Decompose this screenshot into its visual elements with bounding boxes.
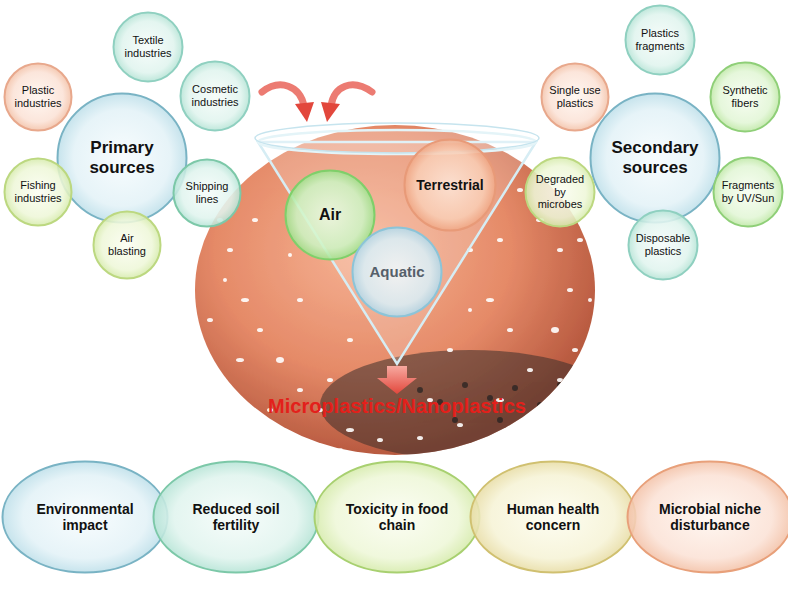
shape-fill: [526, 158, 595, 227]
source-circle: Single use plastics: [540, 62, 610, 132]
node-label: Microbial niche disturbance: [654, 501, 766, 533]
shape-fill: [591, 94, 720, 223]
node-label: Primary sources: [77, 138, 167, 177]
text-holder: Human health concern: [469, 460, 637, 574]
node-label: Shipping lines: [182, 180, 232, 205]
text-holder: Terrestrial: [403, 138, 497, 232]
source-circle: Cosmetic industries: [179, 60, 251, 132]
shape-fill: [405, 140, 496, 231]
text-holder: Plastics fragments: [624, 4, 696, 76]
shape-fill: [154, 462, 319, 573]
text-holder: Degraded by microbes: [524, 156, 596, 228]
shape-fill: [5, 64, 72, 131]
shape-fill: [114, 13, 183, 82]
source-circle: Plastic industries: [3, 62, 73, 132]
source-circle: Shipping lines: [172, 158, 242, 228]
source-hub: Primary sources: [56, 92, 188, 224]
node-label: Human health concern: [493, 501, 613, 533]
shape-fill: [628, 462, 788, 573]
impact-ellipse: Microbial niche disturbance: [626, 460, 788, 574]
text-holder: Shipping lines: [172, 158, 242, 228]
funnel-rim-outer: [255, 123, 539, 153]
node-label: Air blasting: [102, 232, 152, 257]
shape-fill: [315, 462, 480, 573]
node-label: Fragments by UV/Sun: [717, 179, 779, 204]
curved-arrow: [262, 85, 304, 106]
shape-fill: [353, 228, 442, 317]
diagram-title: Microplastics/Nanoplastics: [194, 395, 600, 418]
impact-ellipse: Environmental impact: [1, 460, 169, 574]
shape-fill: [629, 211, 698, 280]
text-holder: Single use plastics: [540, 62, 610, 132]
node-label: Environmental impact: [25, 501, 145, 533]
text-holder: Air: [284, 169, 376, 261]
node-label: Toxicity in food chain: [337, 501, 457, 533]
curved-arrow: [331, 85, 372, 106]
node-label: Disposable plastics: [632, 232, 694, 257]
text-holder: Fishing industries: [3, 157, 73, 227]
compartment-circle: Air: [284, 169, 376, 261]
source-circle: Textile industries: [112, 11, 184, 83]
shape-fill: [174, 160, 241, 227]
node-label: Secondary sources: [605, 138, 705, 177]
text-holder: Reduced soil fertility: [152, 460, 320, 574]
shape-fill: [626, 6, 695, 75]
shape-fill: [711, 63, 780, 132]
shape-fill: [94, 212, 161, 279]
arrow-head: [295, 102, 314, 122]
source-circle: Fragments by UV/Sun: [712, 156, 784, 228]
node-label: Single use plastics: [545, 84, 605, 109]
text-holder: Plastic industries: [3, 62, 73, 132]
node-label: Plastic industries: [10, 84, 66, 109]
source-circle: Fishing industries: [3, 157, 73, 227]
node-label: Synthetic fibers: [717, 84, 773, 109]
node-label: Fishing industries: [10, 179, 66, 204]
shape-fill: [58, 94, 187, 223]
node-label: Reduced soil fertility: [176, 501, 296, 533]
source-circle: Synthetic fibers: [709, 61, 781, 133]
node-label: Air: [295, 206, 365, 224]
text-holder: Aquatic: [351, 226, 443, 318]
source-hub: Secondary sources: [589, 92, 721, 224]
compartment-circle: Terrestrial: [403, 138, 497, 232]
text-holder: Fragments by UV/Sun: [712, 156, 784, 228]
text-holder: Cosmetic industries: [179, 60, 251, 132]
source-circle: Air blasting: [92, 210, 162, 280]
node-label: Plastics fragments: [630, 27, 690, 52]
text-holder: Textile industries: [112, 11, 184, 83]
funnel-rim: [258, 130, 536, 154]
arrow-head: [321, 102, 340, 122]
node-label: Degraded by microbes: [534, 173, 586, 211]
node-label: Textile industries: [120, 34, 176, 59]
compartment-circle: Aquatic: [351, 226, 443, 318]
node-label: Terrestrial: [405, 177, 495, 193]
text-holder: Synthetic fibers: [709, 61, 781, 133]
text-holder: Microbial niche disturbance: [626, 460, 788, 574]
source-circle: Plastics fragments: [624, 4, 696, 76]
source-circle: Degraded by microbes: [524, 156, 596, 228]
shape-fill: [181, 62, 250, 131]
down-arrow: [377, 366, 417, 394]
text-holder: Disposable plastics: [627, 209, 699, 281]
shape-fill: [5, 159, 72, 226]
impact-ellipse: Human health concern: [469, 460, 637, 574]
impact-ellipse: Reduced soil fertility: [152, 460, 320, 574]
node-label: Cosmetic industries: [185, 83, 245, 108]
shape-fill: [3, 462, 168, 573]
shape-fill: [542, 64, 609, 131]
source-circle: Disposable plastics: [627, 209, 699, 281]
impact-ellipse: Toxicity in food chain: [313, 460, 481, 574]
shape-fill: [471, 462, 636, 573]
text-holder: Air blasting: [92, 210, 162, 280]
shape-fill: [714, 158, 783, 227]
text-holder: Toxicity in food chain: [313, 460, 481, 574]
text-holder: Secondary sources: [589, 92, 721, 224]
text-holder: Primary sources: [56, 92, 188, 224]
node-label: Aquatic: [357, 263, 437, 280]
text-holder: Environmental impact: [1, 460, 169, 574]
